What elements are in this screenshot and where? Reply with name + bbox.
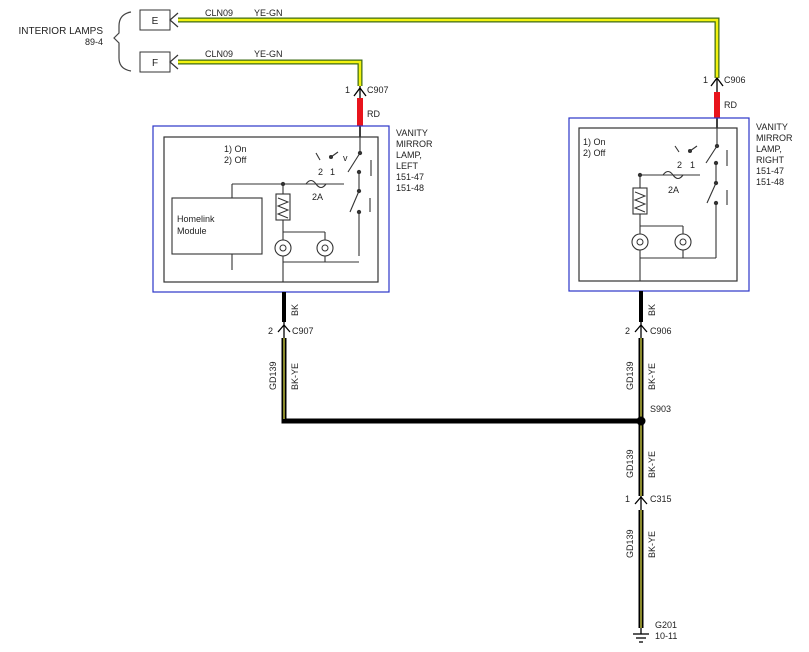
wire-rd-right bbox=[714, 92, 720, 118]
left-lamp-title-1: VANITY bbox=[396, 128, 428, 138]
ground-ref: 10-11 bbox=[655, 631, 677, 641]
homelink-module-line1: Homelink bbox=[177, 214, 215, 224]
c906-top-pin: 1 bbox=[703, 75, 708, 85]
left-legend-on: 1) On bbox=[224, 144, 247, 154]
interior-lamps-page-ref: 89-4 bbox=[85, 37, 103, 47]
wire-f-circuit: CLN09 bbox=[205, 49, 233, 59]
wire-gd139-left bbox=[281, 338, 641, 424]
left-fuse-label: 2A bbox=[312, 192, 323, 202]
c907-bot-pin: 2 bbox=[268, 326, 273, 336]
bracket bbox=[113, 11, 132, 72]
right-lamp-inner-box bbox=[578, 127, 738, 282]
right-bulb-1-icon bbox=[631, 233, 649, 251]
pin-e-terminal[interactable]: E bbox=[139, 9, 179, 31]
wire-rd-left-label: RD bbox=[367, 109, 380, 119]
wire-f-yelgn bbox=[178, 59, 363, 86]
gd-left-color: BK-YE bbox=[290, 363, 300, 390]
splice-s903-label: S903 bbox=[650, 404, 671, 414]
connector-c906-top: 1 C906 bbox=[703, 75, 746, 92]
left-bulb-1-icon bbox=[274, 239, 292, 257]
left-sw-num-1: 1 bbox=[330, 167, 335, 177]
c315-pin: 1 bbox=[625, 494, 630, 504]
gd-bottom-color: BK-YE bbox=[647, 531, 657, 558]
left-coil-icon bbox=[275, 193, 291, 221]
c907-top-pin: 1 bbox=[345, 85, 350, 95]
left-bulb-2-icon bbox=[316, 239, 334, 257]
left-legend-off: 2) Off bbox=[224, 155, 247, 165]
splice-s903-dot bbox=[636, 416, 646, 426]
right-lamp-ref-1: 151-47 bbox=[756, 166, 784, 176]
gd-low-circuit-upper: GD139 bbox=[625, 449, 635, 478]
gd-left-circuit: GD139 bbox=[268, 361, 278, 390]
wire-f-color: YE-GN bbox=[254, 49, 283, 59]
right-fuse-label: 2A bbox=[668, 185, 679, 195]
pin-f-label: F bbox=[152, 58, 158, 69]
wire-bk-right-label: BK bbox=[647, 304, 657, 316]
right-sw-num-1: 1 bbox=[690, 160, 695, 170]
left-sw-num-2: 2 bbox=[318, 167, 323, 177]
pin-f-terminal[interactable]: F bbox=[139, 51, 179, 73]
connector-c907-top: 1 C907 bbox=[345, 85, 389, 98]
homelink-module-line2: Module bbox=[177, 226, 207, 236]
right-legend-off: 2) Off bbox=[583, 148, 606, 158]
c906-bot-label: C906 bbox=[650, 326, 672, 336]
pin-e-label: E bbox=[152, 16, 159, 27]
left-lamp-title-4: LEFT bbox=[396, 161, 419, 171]
left-lamp-ref-2: 151-48 bbox=[396, 183, 424, 193]
right-fuse-icon bbox=[662, 170, 684, 180]
left-vanity-lamp[interactable]: 1) On 2) Off 2 1 v bbox=[152, 125, 433, 293]
interior-lamps-label: INTERIOR LAMPS bbox=[19, 26, 104, 37]
left-lamp-title-2: MIRROR bbox=[396, 139, 433, 149]
left-fuse-icon bbox=[305, 179, 327, 189]
connector-c315: 1 C315 bbox=[625, 494, 672, 510]
left-lamp-outer-box bbox=[152, 125, 390, 293]
c907-bot-label: C907 bbox=[292, 326, 314, 336]
pin-f-arrow bbox=[169, 54, 179, 70]
wire-e-yelgn bbox=[178, 17, 720, 78]
left-lamp-title-3: LAMP, bbox=[396, 150, 422, 160]
c315-label: C315 bbox=[650, 494, 672, 504]
right-lamp-outer-box bbox=[568, 117, 750, 292]
left-lamp-ref-1: 151-47 bbox=[396, 172, 424, 182]
pin-e-arrow bbox=[169, 12, 179, 28]
interior-lamps-ref: INTERIOR LAMPS 89-4 bbox=[19, 11, 132, 72]
right-lamp-title-3: LAMP, bbox=[756, 144, 782, 154]
connector-c907-bottom: 2 C907 bbox=[268, 322, 314, 338]
left-sw-v: v bbox=[343, 153, 348, 163]
left-on-off-switch bbox=[315, 137, 372, 176]
right-internal-wiring bbox=[637, 160, 728, 281]
gd-mid-color: BK-YE bbox=[647, 363, 657, 390]
right-on-off-switch bbox=[674, 128, 728, 166]
ground-label: G201 bbox=[655, 620, 677, 630]
gd-bottom-circuit: GD139 bbox=[625, 529, 635, 558]
left-lamp-inner-box bbox=[163, 136, 379, 283]
c906-bot-pin: 2 bbox=[625, 326, 630, 336]
right-vanity-lamp[interactable]: 1) On 2) Off 2 1 bbox=[568, 117, 793, 292]
right-lamp-ref-2: 151-48 bbox=[756, 177, 784, 187]
connector-c906-bottom: 2 C906 bbox=[625, 322, 672, 338]
right-legend-on: 1) On bbox=[583, 137, 606, 147]
gd-low-color-upper: BK-YE bbox=[647, 451, 657, 478]
c906-top-label: C906 bbox=[724, 75, 746, 85]
wire-rd-right-label: RD bbox=[724, 100, 737, 110]
c907-top-label: C907 bbox=[367, 85, 389, 95]
right-lamp-title-2: MIRROR bbox=[756, 133, 793, 143]
right-bulb-2-icon bbox=[674, 233, 692, 251]
wire-bk-left-label: BK bbox=[290, 304, 300, 316]
wire-e-color: YE-GN bbox=[254, 8, 283, 18]
wire-e-circuit: CLN09 bbox=[205, 8, 233, 18]
right-coil-icon bbox=[632, 187, 648, 215]
right-lamp-title-4: RIGHT bbox=[756, 155, 785, 165]
wire-rd-left bbox=[357, 98, 363, 126]
right-lamp-title-1: VANITY bbox=[756, 122, 788, 132]
right-sw-num-2: 2 bbox=[677, 160, 682, 170]
ground-icon bbox=[633, 628, 649, 643]
gd-mid-circuit: GD139 bbox=[625, 361, 635, 390]
homelink-module-box bbox=[171, 197, 263, 255]
